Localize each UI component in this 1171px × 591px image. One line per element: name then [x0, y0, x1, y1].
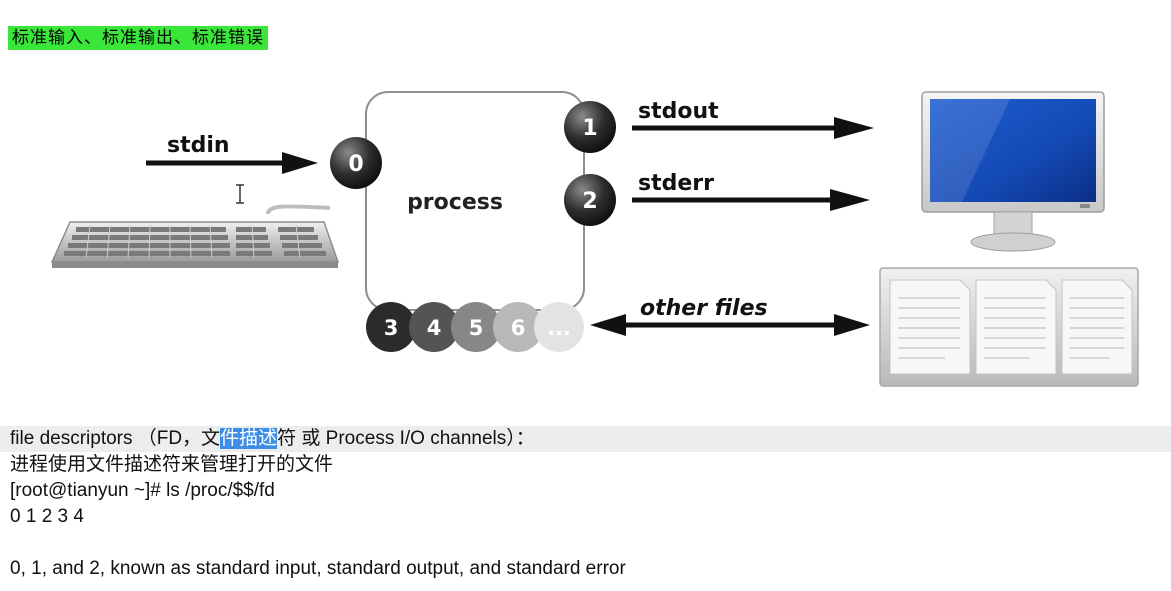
notes-text: file descriptors （FD，文件描述符 或 Process I/O…: [0, 426, 1171, 582]
command-output: 0 1 2 3 4: [10, 506, 84, 527]
fd-4-ball: [409, 302, 459, 352]
std-streams-line: 0, 1, and 2, known as standard input, st…: [10, 558, 626, 579]
fd-6-ball: [493, 302, 543, 352]
fd-0-ball: [330, 137, 382, 189]
fd-more-ball: [534, 302, 584, 352]
fd-1-ball: [564, 101, 616, 153]
fd-more-label: ...: [547, 316, 571, 340]
fd-definition-pre: file descriptors （FD，文: [10, 428, 221, 449]
stdout-label: stdout: [638, 99, 719, 124]
stdout-arrowhead: [834, 117, 874, 139]
fd-usage-line: 进程使用文件描述符来管理打开的文件: [10, 454, 334, 475]
monitor-icon: [921, 91, 1105, 252]
fd-diagram: process stdin 0 1 stdout 2 stderr 3 4 5 …: [50, 91, 1139, 387]
fd-3-ball: [366, 302, 416, 352]
keyboard-icon: [50, 204, 340, 268]
fd-definition-selection[interactable]: 件描述: [220, 428, 278, 449]
process-label: process: [407, 190, 503, 215]
other-files-arrowhead-left: [590, 314, 626, 336]
fd-definition-post: 符 或 Process I/O channels）：: [277, 428, 535, 449]
stderr-label: stderr: [638, 171, 714, 196]
fd-0-label: 0: [348, 152, 363, 177]
documents-icon: [879, 267, 1139, 387]
text-cursor-icon: [236, 184, 244, 204]
fd-5-ball: [451, 302, 501, 352]
fd-2-label: 2: [582, 189, 597, 214]
extra-fd-balls: 3 4 5 6 ...: [366, 302, 584, 352]
fd-3-label: 3: [384, 316, 399, 340]
spacer: [0, 530, 1171, 556]
other-files-arrowhead-right: [834, 314, 870, 336]
fd-4-label: 4: [427, 316, 442, 340]
stdin-arrowhead: [282, 152, 318, 174]
fd-definition-line: file descriptors （FD，文件描述符 或 Process I/O…: [0, 426, 1171, 452]
section-heading: 标准输入、标准输出、标准错误: [8, 26, 268, 50]
stderr-arrowhead: [830, 189, 870, 211]
stdin-label: stdin: [167, 133, 230, 158]
other-files-label: other files: [640, 296, 768, 321]
fd-5-label: 5: [469, 316, 484, 340]
command-line: [root@tianyun ~]# ls /proc/$$/fd: [10, 480, 275, 501]
fd-6-label: 6: [511, 316, 526, 340]
fd-1-label: 1: [582, 116, 597, 141]
fd-2-ball: [564, 174, 616, 226]
